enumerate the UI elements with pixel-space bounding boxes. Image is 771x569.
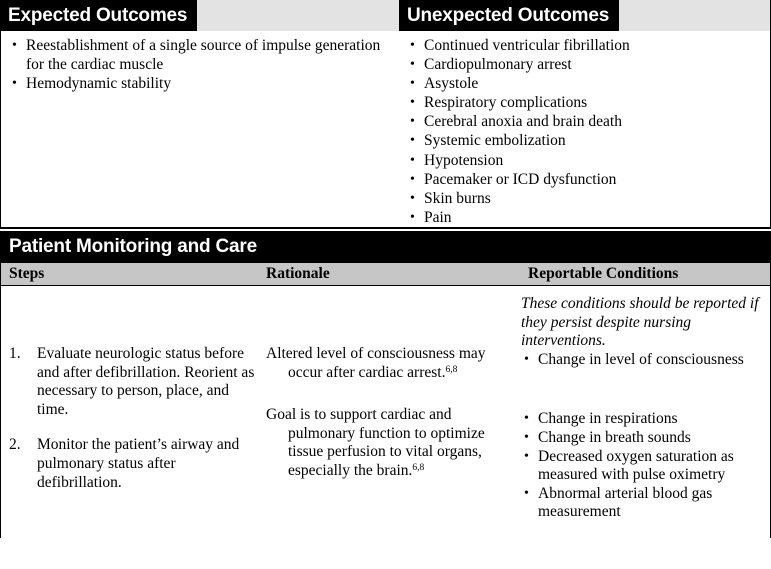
- table-body: 1. Evaluate neurologic status before and…: [1, 286, 770, 569]
- column-header-reportable-conditions: Reportable Conditions: [528, 265, 679, 282]
- expected-outcomes-column: Reestablishment of a single source of im…: [1, 37, 381, 94]
- reference-superscript: 6,8: [445, 364, 458, 375]
- list-item: Decreased oxygen saturation as measured …: [521, 448, 764, 485]
- list-item: Asystole: [407, 75, 764, 94]
- steps-column: 1. Evaluate neurologic status before and…: [9, 345, 259, 509]
- list-item: Abnormal arterial blood gas measurement: [521, 485, 764, 522]
- unexpected-outcomes-title: Unexpected Outcomes: [399, 0, 620, 31]
- list-item: Continued ventricular fibrillation: [407, 37, 764, 56]
- list-item: Change in respirations: [521, 410, 764, 429]
- reference-superscript: 6,8: [412, 462, 425, 473]
- list-item: Pain: [407, 209, 764, 228]
- list-item: Systemic embolization: [407, 132, 764, 151]
- reportable-conditions-list-row-1: Change in level of consciousness: [521, 351, 764, 370]
- list-item: Pacemaker or ICD dysfunction: [407, 171, 764, 190]
- list-item: Cerebral anoxia and brain death: [407, 113, 764, 132]
- table-header-row: Steps Rationale Reportable Conditions: [1, 262, 770, 286]
- outcomes-panel: Expected Outcomes Unexpected Outcomes Re…: [0, 0, 771, 229]
- outcomes-columns: Reestablishment of a single source of im…: [1, 31, 770, 227]
- list-item: Respiratory complications: [407, 94, 764, 113]
- list-item: Change in level of consciousness: [521, 351, 764, 370]
- table-row: 2. Monitor the patient’s airway and pulm…: [9, 436, 259, 492]
- monitoring-banner-row: Patient Monitoring and Care: [1, 231, 770, 262]
- reportable-conditions-intro: These conditions should be reported if t…: [521, 295, 759, 350]
- list-item: Skin burns: [407, 190, 764, 209]
- rationale-text: Altered level of consciousness may occur…: [266, 345, 486, 381]
- column-header-rationale: Rationale: [266, 265, 330, 282]
- outcomes-banner-row: Expected Outcomes Unexpected Outcomes: [0, 0, 770, 31]
- reportable-conditions-column: These conditions should be reported if t…: [521, 295, 764, 522]
- step-number: 1.: [9, 345, 21, 362]
- list-item: Reestablishment of a single source of im…: [9, 37, 381, 74]
- unexpected-outcomes-list: Continued ventricular fibrillation Cardi…: [407, 37, 764, 227]
- expected-outcomes-list: Reestablishment of a single source of im…: [9, 37, 381, 93]
- step-text: Evaluate neurologic status before and af…: [37, 345, 255, 418]
- document-page: Expected Outcomes Unexpected Outcomes Re…: [0, 0, 771, 538]
- step-text: Monitor the patient’s airway and pulmona…: [37, 436, 240, 491]
- step-number: 2.: [9, 436, 21, 454]
- patient-monitoring-title: Patient Monitoring and Care: [1, 231, 770, 262]
- column-header-steps: Steps: [9, 265, 45, 282]
- list-item: Hemodynamic stability: [9, 75, 381, 94]
- unexpected-outcomes-column: Continued ventricular fibrillation Cardi…: [399, 37, 764, 228]
- patient-monitoring-panel: Patient Monitoring and Care Steps Ration…: [0, 231, 771, 538]
- reportable-conditions-list-row-2: Change in respirations Change in breath …: [521, 410, 764, 522]
- rationale-column: Altered level of consciousness may occur…: [266, 345, 516, 498]
- list-item: Change in breath sounds: [521, 429, 764, 448]
- rationale-text: Goal is to support cardiac and pulmonary…: [266, 406, 485, 479]
- steps-list: 1. Evaluate neurologic status before and…: [9, 345, 259, 492]
- list-item: Cardiopulmonary arrest: [407, 56, 764, 75]
- list-item: Hypotension: [407, 152, 764, 171]
- table-row: 1. Evaluate neurologic status before and…: [9, 345, 259, 419]
- expected-outcomes-title: Expected Outcomes: [0, 0, 198, 31]
